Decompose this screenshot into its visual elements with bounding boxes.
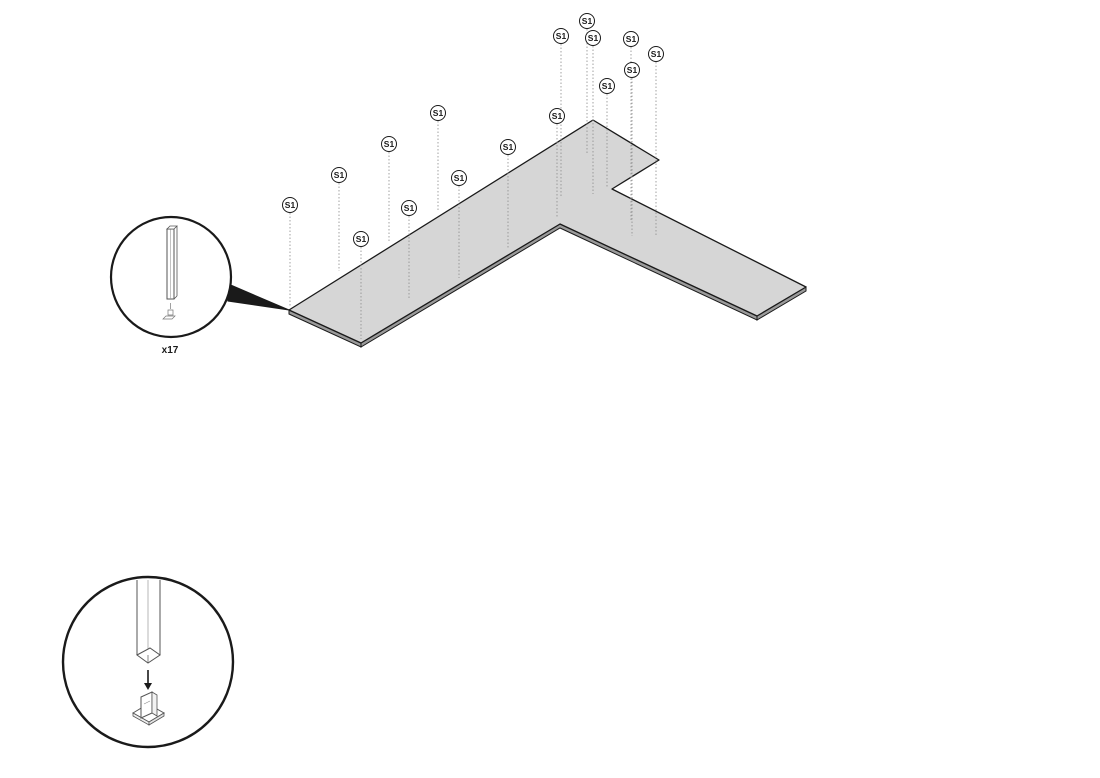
- part-callout-s1: S1: [430, 105, 446, 121]
- callout-circle: [381, 136, 397, 152]
- part-callout-s1: S1: [451, 170, 467, 186]
- callout-label: S1: [588, 33, 599, 43]
- l-shaped-panel: [288, 119, 807, 348]
- part-callout-s1: S1: [282, 197, 298, 213]
- bracket-detail-callout: [61, 575, 235, 749]
- part-callout-s1: S1: [553, 28, 569, 44]
- callout-circle: [599, 78, 615, 94]
- callout-circle: [500, 139, 516, 155]
- panel-top-face: [288, 119, 807, 344]
- post-detail-callout: [109, 215, 290, 339]
- callout-label: S1: [602, 81, 613, 91]
- callout-circle: [331, 167, 347, 183]
- callout-label: S1: [404, 203, 415, 213]
- callout-label: S1: [626, 34, 637, 44]
- callout-circle: [549, 108, 565, 124]
- part-callout-s1: S1: [579, 13, 595, 29]
- part-callout-s1: S1: [599, 78, 615, 94]
- callout-label: S1: [651, 49, 662, 59]
- bracket-detail-icon: [132, 691, 165, 726]
- callout-circle: [579, 13, 595, 29]
- callout-pointer: [225, 282, 290, 311]
- callout-label: S1: [582, 16, 593, 26]
- callout-label: S1: [356, 234, 367, 244]
- part-callout-s1: S1: [331, 167, 347, 183]
- callout-circle: [353, 231, 369, 247]
- callout-label: S1: [552, 111, 563, 121]
- callout-label: S1: [433, 108, 444, 118]
- callout-circle: [282, 197, 298, 213]
- post-end-detail: [136, 580, 161, 664]
- part-callout-s1: S1: [623, 31, 639, 47]
- post-detail-icon: [162, 225, 178, 320]
- part-callout-s1: S1: [500, 139, 516, 155]
- callout-circle: [585, 30, 601, 46]
- part-callout-s1: S1: [353, 231, 369, 247]
- callout-circle: [624, 62, 640, 78]
- callout-label: S1: [627, 65, 638, 75]
- part-callout-s1: S1: [381, 136, 397, 152]
- callout-label: S1: [454, 173, 465, 183]
- callout-label: S1: [556, 31, 567, 41]
- callout-label: S1: [285, 200, 296, 210]
- part-callout-s1: S1: [648, 46, 664, 62]
- part-callout-s1: S1: [585, 30, 601, 46]
- callout-circle: [553, 28, 569, 44]
- part-callout-s1: S1: [401, 200, 417, 216]
- callout-label: S1: [334, 170, 345, 180]
- callout-label: S1: [503, 142, 514, 152]
- callout-circle: [401, 200, 417, 216]
- callout-circle: [648, 46, 664, 62]
- callout-label: S1: [384, 139, 395, 149]
- part-callout-s1: S1: [624, 62, 640, 78]
- quantity-label: x17: [161, 345, 179, 356]
- down-arrow-icon: [144, 670, 152, 690]
- callout-circle: [451, 170, 467, 186]
- callout-circle: [623, 31, 639, 47]
- callout-circle: [430, 105, 446, 121]
- part-callout-s1: S1: [549, 108, 565, 124]
